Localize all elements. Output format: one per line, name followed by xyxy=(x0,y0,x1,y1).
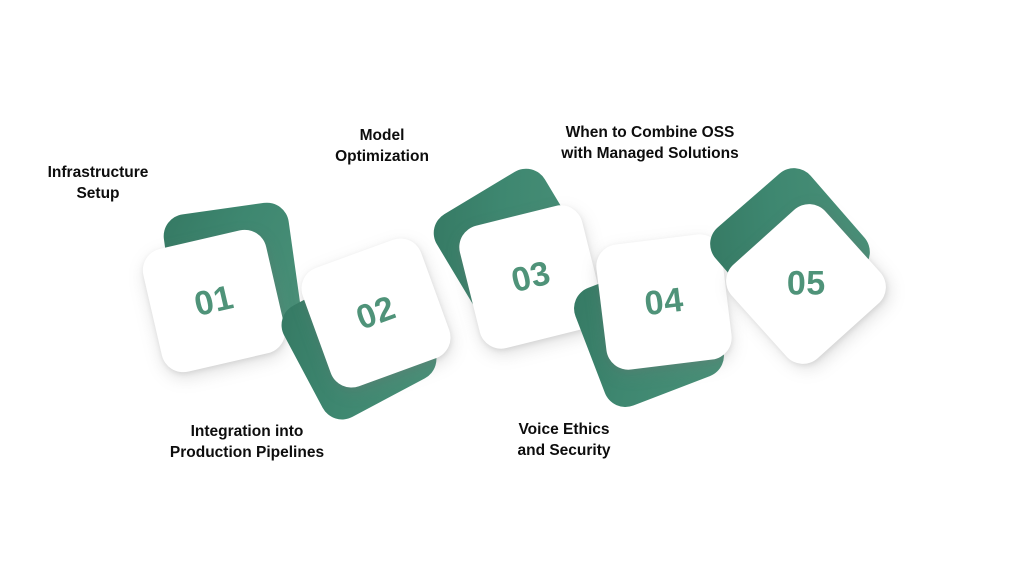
step-label-3: Model Optimization xyxy=(335,127,429,165)
step-label-2: Integration into Production Pipelines xyxy=(169,423,325,461)
step-5-number: 05 xyxy=(786,265,826,304)
step-4-number: 04 xyxy=(642,280,686,324)
step-label-1: Infrastructure Setup xyxy=(47,164,149,202)
step-3-number: 03 xyxy=(507,253,555,301)
step-1-number: 01 xyxy=(190,278,238,324)
step-label-5: When to Combine OSS with Managed Solutio… xyxy=(561,124,739,162)
step-label-4: Voice Ethics and Security xyxy=(517,421,611,459)
step-2-number: 02 xyxy=(351,288,401,338)
